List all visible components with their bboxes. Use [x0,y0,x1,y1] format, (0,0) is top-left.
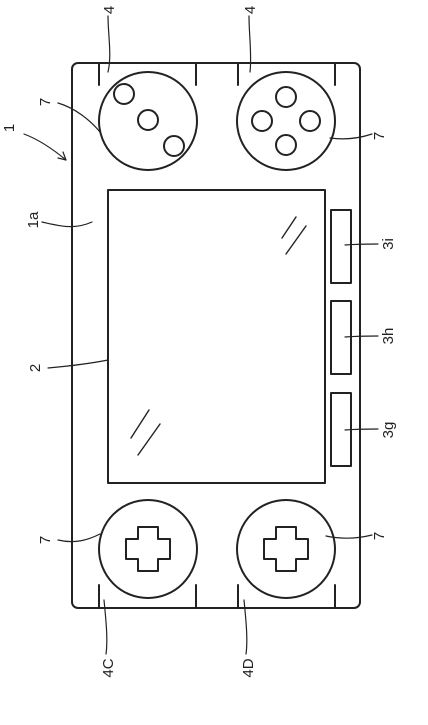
leader-line-4-left [107,15,111,73]
label-bottom-right-housing: 4D [240,658,257,677]
top-left-housing [98,63,198,171]
leader-arrow-icon [57,151,67,161]
side-button-3i [330,209,352,284]
side-button-3h [330,300,352,375]
label-top-left-pad: 7 [37,98,54,106]
label-bottom-left-pad: 7 [37,536,54,544]
device-body [71,62,361,609]
leader-line-4C [103,599,108,655]
bottom-left-dpad-ring [98,499,198,599]
label-device: 1 [1,124,18,132]
bottom-left-housing [98,499,198,608]
label-bottom-left-housing: 4C [100,658,117,677]
leader-line-2 [47,359,109,369]
label-button-3i: 3i [380,238,397,250]
label-button-3h: 3h [380,328,397,345]
leader-line-1 [23,133,67,161]
bottom-right-dpad-ring [236,499,336,599]
leader-line-3h [344,335,379,338]
label-top-right-pad: 7 [371,132,388,140]
round-button-icon [251,110,273,132]
label-button-3g: 3g [380,422,397,439]
label-body: 1a [25,211,42,228]
bottom-right-housing [236,499,336,608]
screen [107,189,326,484]
dpad-cross-icon [263,526,309,572]
round-button-icon [163,135,185,157]
leader-line-7-top-left [57,102,101,133]
leader-line-4-right [248,15,252,73]
top-left-button-pad [98,71,198,171]
label-top-right-housing: 4 [242,6,259,14]
top-right-button-pad [236,71,336,171]
round-button-icon [299,110,321,132]
round-button-icon [113,83,135,105]
leader-line-7-top-right [329,133,373,140]
round-button-icon [275,134,297,156]
leader-line-1a [41,221,93,228]
leader-line-3g [344,428,379,431]
leader-line-7-bottom-left [57,533,101,543]
label-screen: 2 [27,364,44,372]
leader-line-4D [243,599,248,655]
leader-line-3i [344,243,379,246]
round-button-icon [137,109,159,131]
leader-line-7-bottom-right [325,534,373,539]
top-right-housing [236,63,336,171]
label-top-left-housing: 4 [101,6,118,14]
screen-glare-icon [130,216,307,456]
dpad-cross-icon [125,526,171,572]
label-bottom-right-pad: 7 [371,532,388,540]
round-button-icon [275,86,297,108]
